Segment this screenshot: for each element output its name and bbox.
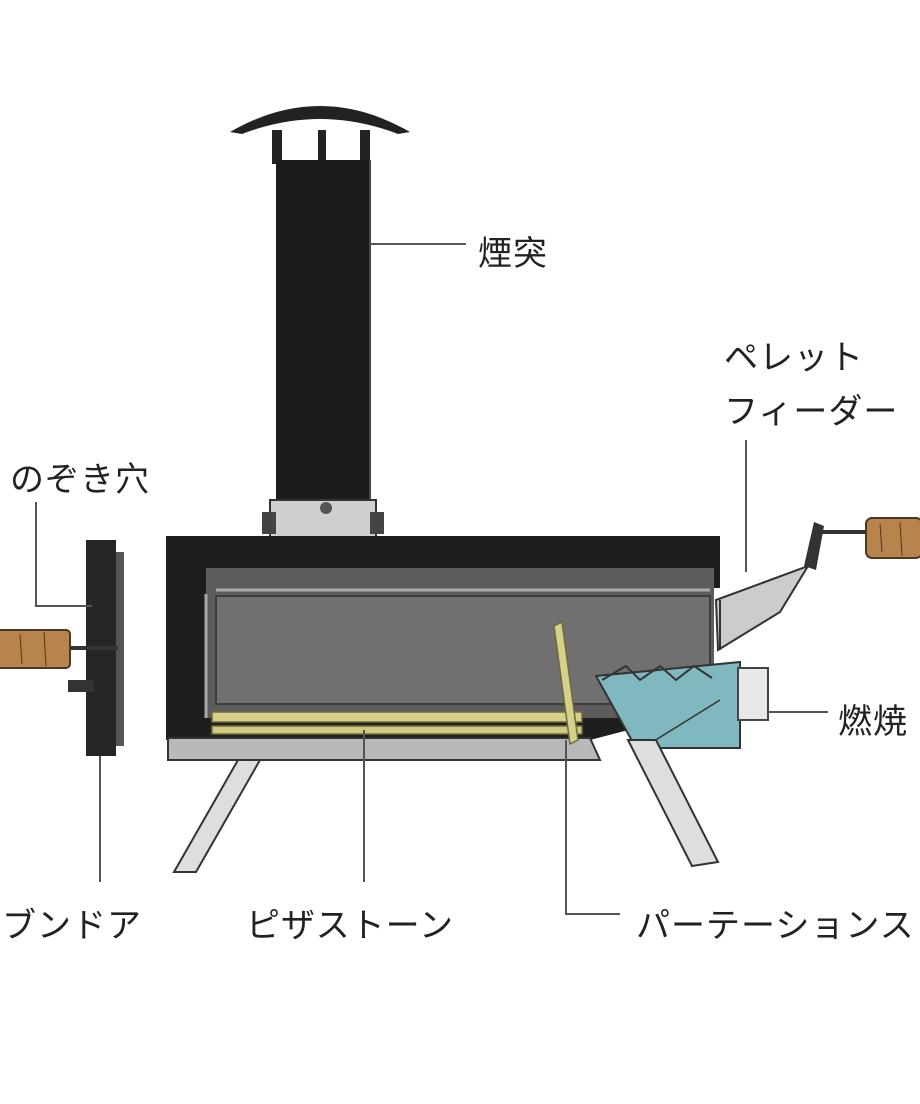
leader-lines: [35, 243, 828, 915]
chimney-cap-bracket-left: [272, 130, 282, 164]
label-chimney: 煙突: [478, 234, 548, 274]
label-peephole: のぞき穴: [10, 460, 150, 500]
door-handle: [0, 629, 71, 669]
label-pellet-feeder-line2: フィーダー: [724, 392, 899, 432]
chimney-cap: [230, 106, 410, 134]
chimney-pipe: [276, 160, 370, 500]
partition-plate: [553, 620, 579, 746]
combustion-chamber: [594, 660, 741, 749]
pellet-feeder: [714, 564, 811, 652]
front-leg: [172, 759, 262, 873]
pizza-stone: [211, 711, 583, 723]
rear-leg: [626, 739, 720, 868]
chimney-cap-bracket-right: [360, 130, 370, 164]
oven-bottom-tray: [167, 737, 602, 761]
combustion-outlet: [737, 667, 769, 721]
label-combustion: 燃焼: [838, 702, 908, 742]
label-pizza-stone: ピザストーン: [246, 906, 454, 946]
leader-peephole: [35, 502, 92, 607]
leader-partition: [565, 740, 620, 915]
label-partition: パーテーションス: [636, 906, 915, 946]
label-oven-door: ブンドア: [2, 906, 142, 946]
label-pellet-feeder-line1: ペレット: [724, 338, 864, 378]
chimney-cap-bracket-mid: [318, 130, 326, 164]
feeder-handle: [865, 517, 920, 559]
